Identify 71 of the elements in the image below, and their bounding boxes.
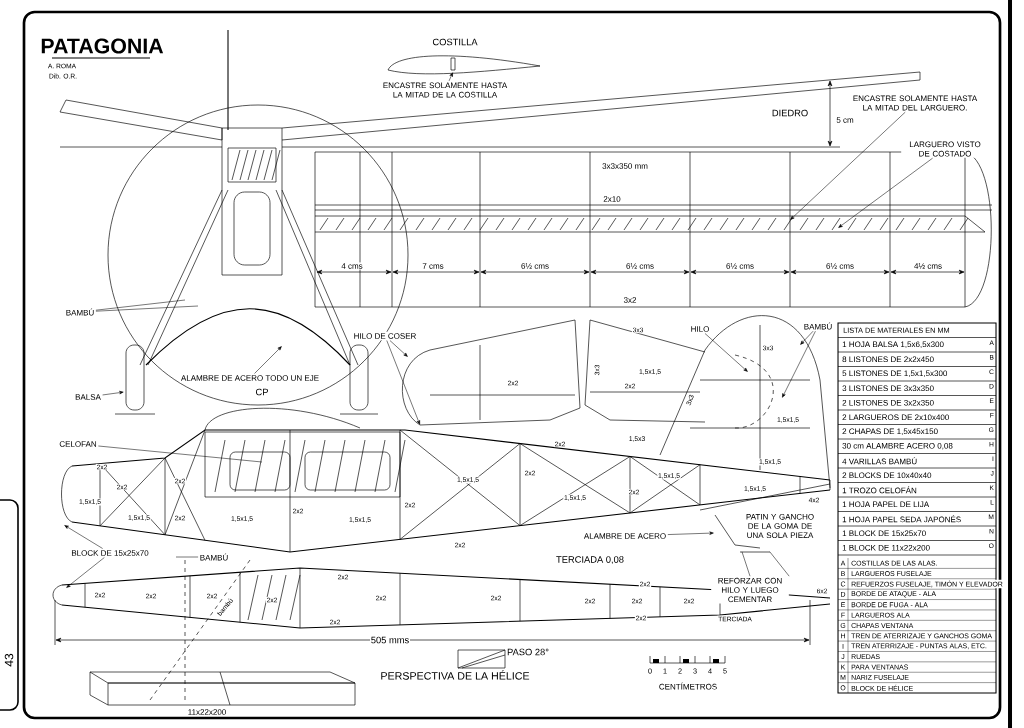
view-label: CP — [254, 387, 270, 397]
leader-line — [95, 299, 186, 311]
callout-label: LARGUERO VISTO DE COSTADO — [901, 140, 989, 158]
dimension-label: 505 mms — [370, 635, 410, 645]
view-label: DIEDRO — [771, 108, 809, 118]
table-cell: 2 LARGUEROS DE 2x10x400 — [841, 413, 951, 421]
size-label: 2x10 — [602, 195, 622, 203]
caption-text: PERSPECTIVA DE LA HÉLICE — [379, 669, 531, 681]
dimension-label: 4½ cms — [913, 262, 943, 270]
table-cell: 5 LISTONES DE 1,5x1,5x300 — [841, 369, 949, 378]
leader-line — [254, 346, 282, 374]
leader-line — [790, 111, 906, 220]
callout-label: ALAMBRE DE ACERO — [582, 531, 668, 541]
leader-line — [741, 551, 751, 577]
leader-line — [782, 330, 816, 398]
table-cell: 2 BLOCKS DE 10x40x40 — [841, 471, 933, 479]
leader-line — [64, 525, 103, 549]
page-number: 43 — [3, 652, 15, 668]
plan-title: PATAGONIA — [41, 38, 164, 59]
dimension-label: 7 cms — [421, 262, 445, 270]
scale-caption: CENTÍMETROS — [658, 681, 718, 691]
table-cell: 1 BLOCK DE 11x22x200 — [841, 544, 931, 552]
dimension-label: 6½ cms — [825, 262, 855, 270]
size-label: 3x3x350 mm — [601, 162, 649, 170]
callout-label: ALAMBRE DE ACERO TODO UN EJE — [179, 373, 321, 383]
leader-line — [102, 390, 124, 396]
dimension-label: 6½ cms — [520, 262, 550, 270]
leader-line — [386, 340, 420, 425]
callout-label: ENCASTRE SOLAMENTE HASTA LA MITAD DE LA COSTILLA — [378, 81, 512, 99]
dimension-label: 6½ cms — [725, 262, 755, 270]
table-cell: 1 HOJA PAPEL DE LIJA — [841, 500, 930, 508]
leader-line — [667, 531, 714, 535]
dimension-label: 5 cm — [835, 116, 855, 124]
callout-label: HILO — [689, 324, 711, 334]
dimension-label: 6½ cms — [625, 262, 655, 270]
leader-line — [838, 157, 933, 228]
size-label: 3x2 — [622, 296, 638, 304]
leader-line — [800, 330, 814, 345]
callout-label: BAMBÚ — [198, 552, 230, 562]
note-text: PASO 28° — [506, 647, 550, 657]
table-cell: 1 TROZO CELOFÁN — [841, 485, 918, 495]
view-label: COSTILLA — [431, 37, 479, 47]
callout-label: CELOFAN — [58, 439, 98, 449]
callout-label: BALSA — [73, 392, 103, 402]
table-cell: 1 HOJA BALSA 1,5x6,5x300 — [841, 340, 945, 349]
leader-line — [704, 333, 748, 372]
leader-line — [175, 556, 199, 558]
callout-label: REFORZAR CON HILO Y LUEGO CEMENTAR — [711, 576, 789, 604]
table-cell: 8 LISTONES DE 2x2x450 — [841, 355, 935, 363]
table-cell: 2 CHAPAS DE 1,5x45x150 — [841, 427, 939, 436]
dimension-label: 11x22x200 — [186, 708, 228, 716]
table-cell: 30 cm ALAMBRE ACERO 0,08 — [841, 442, 954, 451]
callout-label: BLOCK DE 15x25x70 — [70, 548, 150, 558]
table-cell: 3 LISTONES DE 3x3x350 — [841, 384, 935, 392]
callout-label: BAMBÚ — [802, 321, 834, 331]
callout-label: BAMBÚ — [64, 307, 96, 317]
leader-line — [95, 305, 199, 312]
leader-line — [98, 445, 263, 463]
leader-line — [769, 551, 790, 577]
dimension-label: 4 cms — [340, 262, 364, 270]
leader-line — [448, 72, 453, 82]
table-cell: 2 LISTONES DE 3x2x350 — [841, 399, 935, 407]
callout-label: ENCASTRE SOLAMENTE HASTA LA MITAD DEL LARGUERO. — [846, 94, 984, 112]
callout-label: HILO DE COSER — [352, 331, 418, 341]
note-text: TERCIADA 0,08 — [555, 555, 625, 565]
table-cell: 1 BLOCK DE 15x25x70 — [841, 529, 927, 537]
leader-line — [66, 557, 105, 588]
table-cell: 4 VARILLAS BAMBÚ — [841, 456, 918, 466]
note-text: PATIN Y GANCHO DE LA GOMA DE UNA SOLA PIEZA — [735, 513, 825, 539]
table-cell: 1 HOJA PAPEL SEDA JAPONÉS — [841, 514, 962, 524]
leader-line — [389, 340, 408, 357]
